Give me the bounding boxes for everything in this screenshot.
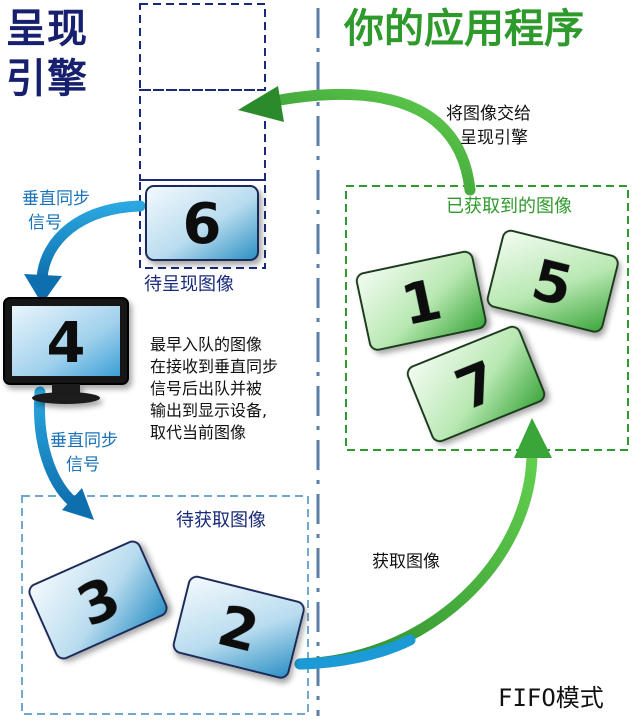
vsync-bottom-label-line2: 信号 xyxy=(66,455,100,475)
mode-label: FIFO模式 xyxy=(498,684,604,712)
vsync-top-label-line2: 信号 xyxy=(28,213,62,233)
card-acquired-7: 7 xyxy=(406,325,546,443)
present-arrow xyxy=(274,88,476,196)
present-arrow-head xyxy=(238,86,284,122)
engine-title-line1: 呈现 xyxy=(6,6,88,52)
vsync-bottom-label-line1: 垂直同步 xyxy=(50,431,118,451)
present-label-line1: 将图像交给 xyxy=(446,104,531,124)
description-line2: 在接收到垂直同步 xyxy=(150,357,279,376)
vsync-arrow-top-head xyxy=(24,274,62,304)
pending-present-label: 待呈现图像 xyxy=(144,274,234,295)
available-images-box xyxy=(21,495,309,715)
description-line5: 取代当前图像 xyxy=(150,423,247,442)
card-acquired-5: 5 xyxy=(486,229,619,333)
card-acquired-1: 1 xyxy=(355,250,487,351)
card-available-3: 3 xyxy=(28,540,168,660)
description-line4: 输出到显示设备, xyxy=(150,401,268,420)
present-queue xyxy=(139,3,266,269)
pending-acquire-label: 待获取图像 xyxy=(176,510,266,531)
acquire-arrow-start xyxy=(294,634,416,670)
vsync-top-label-line1: 垂直同步 xyxy=(22,189,90,209)
description-line1: 最早入队的图像 xyxy=(150,335,263,354)
vsync-arrow-top xyxy=(36,200,146,284)
card-queued: 6 xyxy=(145,185,259,261)
engine-title-line2: 引擎 xyxy=(6,56,88,102)
present-label-line2: 呈现引擎 xyxy=(460,128,528,148)
card-displayed-number: 4 xyxy=(47,311,86,376)
vsync-arrow-bottom-head xyxy=(62,488,94,520)
card-queued-number: 6 xyxy=(183,192,222,257)
app-title: 你的应用程序 xyxy=(344,6,584,52)
monitor-icon: 4 xyxy=(3,297,129,404)
acquire-image-label: 获取图像 xyxy=(372,552,440,572)
acquired-images-label: 已获取到的图像 xyxy=(446,196,572,217)
description-line3: 信号后出队并被 xyxy=(150,379,263,398)
acquire-arrow-head xyxy=(514,418,552,458)
card-available-2: 2 xyxy=(172,575,305,679)
vsync-arrow-bottom xyxy=(33,386,84,512)
